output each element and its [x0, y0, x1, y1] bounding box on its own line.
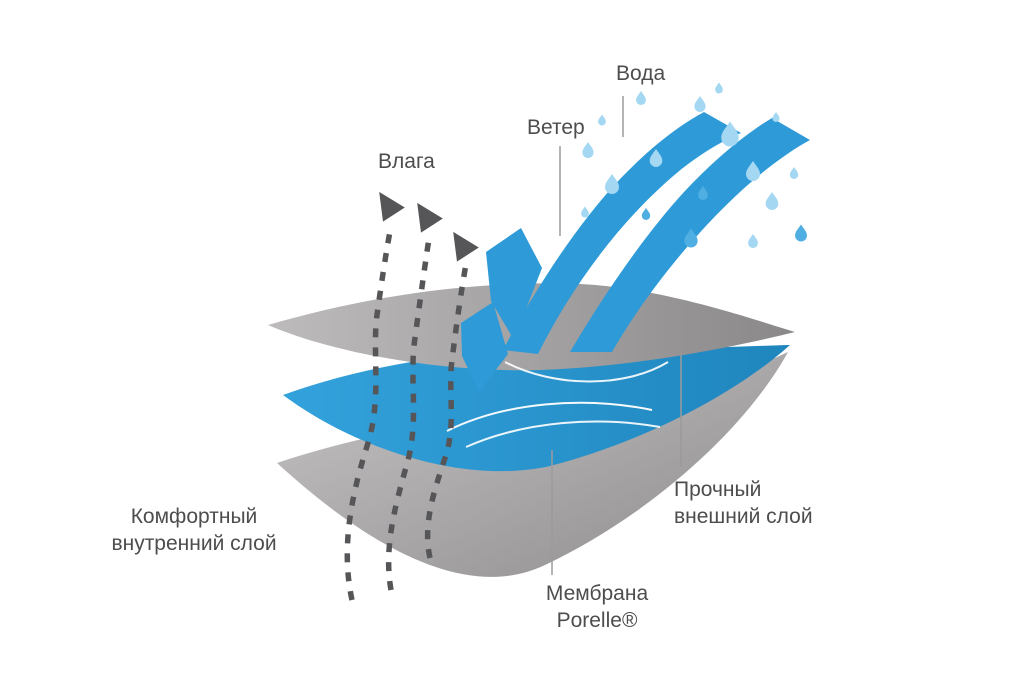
- moisture-arrows: [344, 225, 469, 601]
- water-droplet-icon: [598, 114, 606, 126]
- water-droplet-icon: [698, 186, 708, 200]
- moisture-arrowhead-icon: [379, 191, 405, 222]
- membrane-contour-line: [446, 401, 653, 432]
- label-pointer-lines: [551, 96, 682, 575]
- moisture-arrow-path: [344, 225, 394, 601]
- water-droplet-icon: [649, 149, 663, 167]
- water-droplet-icon: [765, 192, 779, 210]
- water-droplet-icon: [581, 206, 589, 218]
- water-droplet-icon: [715, 82, 723, 94]
- moisture-arrowhead-icon: [417, 202, 443, 233]
- water-droplet-icon: [684, 228, 698, 248]
- outer-layer-label-line1: Прочный: [674, 478, 762, 501]
- membrane-label: Мембрана Porelle®: [512, 580, 682, 635]
- moisture-arrow-path: [385, 237, 432, 591]
- wind-label: Ветер: [527, 116, 585, 139]
- water-droplet-icon: [795, 224, 807, 242]
- moisture-arrowheads: [379, 191, 479, 262]
- water-droplet-icon: [748, 234, 758, 248]
- water-deflect-ribbon-front: [503, 112, 741, 354]
- wind-chevron-upper: [486, 228, 542, 340]
- moisture-label: Влага: [378, 150, 435, 173]
- water-droplets: [581, 82, 807, 248]
- membrane-label-line2: Porelle®: [556, 609, 638, 633]
- water-droplet-icon: [694, 96, 706, 112]
- water-droplet-icon: [789, 167, 799, 179]
- water-droplet-icon: [641, 208, 651, 220]
- water-droplet-icon: [746, 161, 760, 181]
- membrane-label-line1: Мембрана: [545, 582, 649, 605]
- water-droplet-icon: [772, 112, 780, 122]
- outer-layer-label: Прочный внешний слой: [674, 476, 813, 531]
- inner-layer-label-line2: внутренний слой: [111, 532, 277, 556]
- water-label: Вода: [616, 62, 666, 85]
- inner-layer-label-line1: Комфортный: [130, 505, 258, 528]
- water-droplet-icon: [636, 91, 646, 105]
- outer-layer-label-line2: внешний слой: [674, 505, 813, 529]
- moisture-arrow-path: [424, 263, 469, 559]
- inner-layer-label: Комфортный внутренний слой: [88, 503, 300, 558]
- moisture-arrowhead-icon: [453, 231, 479, 262]
- membrane-contour-line: [465, 420, 661, 448]
- water-droplet-icon: [721, 121, 739, 147]
- membrane-contour-line: [504, 361, 669, 383]
- water-droplet-icon: [582, 142, 594, 158]
- water-droplet-icon: [605, 174, 619, 194]
- wind-chevron-lower: [461, 302, 508, 392]
